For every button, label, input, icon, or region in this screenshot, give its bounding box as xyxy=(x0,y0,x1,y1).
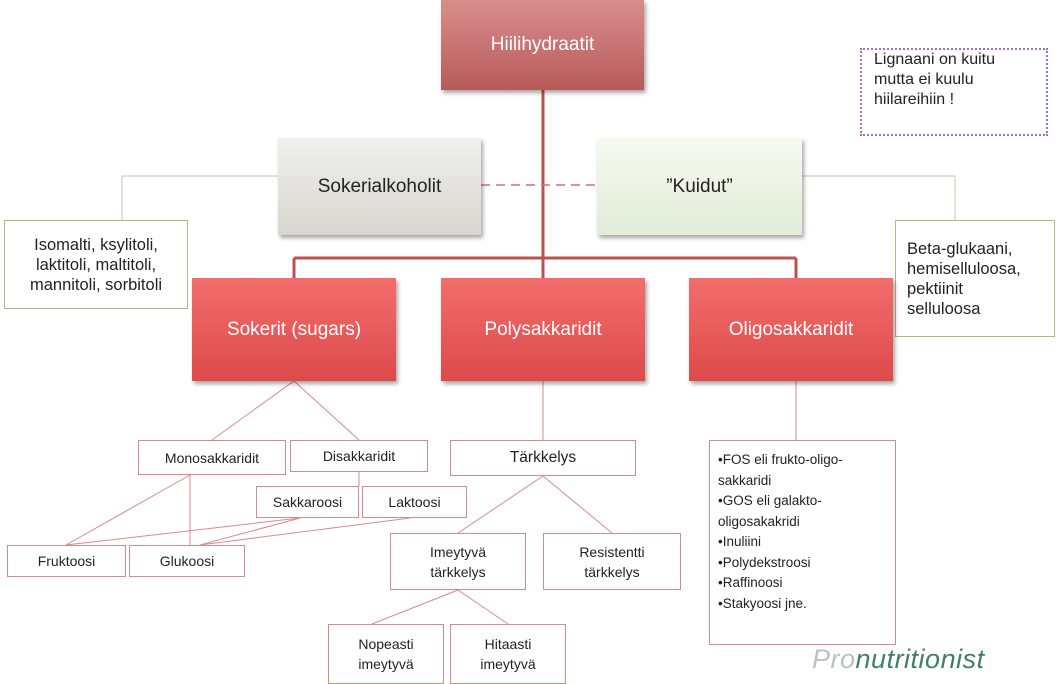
disakkaridit-label: Disakkaridit xyxy=(322,448,396,464)
nopeasti-line-1: Nopeasti xyxy=(358,636,414,652)
logo-part-nutritionist: nutritionist xyxy=(855,644,985,674)
sokerit-label: Sokerit (sugars) xyxy=(226,318,362,340)
oligo-list-item: •FOS eli frukto-oligo- xyxy=(718,452,843,467)
sokerialkoholit-example-line-1: Isomalti, ksylitoli, xyxy=(34,235,158,254)
sakkaroosi-glukoosi-line xyxy=(199,517,301,546)
lignaani-line-3: hiilareihiin ! xyxy=(874,91,955,108)
sakkaroosi-label: Sakkaroosi xyxy=(272,494,343,510)
oligosakkaridit-node: Oligosakkaridit xyxy=(689,278,893,381)
oligo-list-item: •Inuliini xyxy=(718,534,761,549)
tarkkelys-label: Tärkkelys xyxy=(509,449,577,466)
kuidut-note-line xyxy=(802,175,956,220)
kuidut-example-line-3: pektiinit xyxy=(907,279,963,298)
nopeasti-imeytyva-node: Nopeasti imeytyvä xyxy=(328,624,444,684)
page-title: Hiilihydraatit xyxy=(490,34,595,55)
sokerialkoholit-examples-note: Isomalti, ksylitoli, laktitoli, maltitol… xyxy=(4,220,188,309)
sokerialkoholit-example-line-2: laktitoli, maltitoli, xyxy=(35,255,157,274)
pronutritionist-logo: Pronutritionist xyxy=(812,644,985,675)
oligo-list-item: sakkaridi xyxy=(718,472,772,488)
sakkaroosi-fruktoosi-line xyxy=(65,517,301,546)
oligosakkaridit-list: •FOS eli frukto-oligo- sakkaridi •GOS el… xyxy=(709,440,896,645)
kuidut-label: ”Kuidut” xyxy=(666,175,733,197)
tarkkelys-resistentti-line xyxy=(542,475,613,534)
kuidut-examples-note: Beta-glukaani, hemiselluloosa, pektiinit… xyxy=(895,220,1055,337)
glukoosi-node: Glukoosi xyxy=(129,545,245,577)
kuidut-node: ”Kuidut” xyxy=(597,138,802,235)
laktoosi-glukoosi-line xyxy=(199,517,411,546)
hitaasti-imeytyva-node: Hitaasti imeytyvä xyxy=(450,624,566,684)
oligo-list-item: •Raffinoosi xyxy=(718,575,783,590)
sokerialkoholit-example-line-3: mannitoli, sorbitoli xyxy=(29,275,163,294)
imeytyva-line-2: tärkkelys xyxy=(430,563,486,580)
nopeasti-line-2: imeytyvä xyxy=(358,656,414,672)
laktoosi-label: Laktoosi xyxy=(388,494,441,510)
kuidut-example-line-4: selluloosa xyxy=(907,299,981,318)
polysakkaridit-node: Polysakkaridit xyxy=(441,278,645,381)
glukoosi-label: Glukoosi xyxy=(159,553,215,569)
kuidut-example-line-2: hemiselluloosa, xyxy=(907,259,1021,278)
tarkkelys-imeytyva-line xyxy=(457,475,544,534)
sokerialkoholit-node: Sokerialkoholit xyxy=(278,138,481,235)
sokerit-node: Sokerit (sugars) xyxy=(192,278,396,381)
imeytyva-hitaasti-line xyxy=(457,589,509,625)
logo-part-pro: Pro xyxy=(812,644,856,674)
laktoosi-node: Laktoosi xyxy=(362,486,467,518)
oligo-list-item: •GOS eli galakto- xyxy=(718,493,822,508)
oligosakkaridit-label: Oligosakkaridit xyxy=(728,318,854,340)
imeytyva-line-1: Imeytyvä xyxy=(429,543,486,560)
hitaasti-line-2: imeytyvä xyxy=(480,656,536,672)
polysakkaridit-label: Polysakkaridit xyxy=(484,318,602,340)
monosakkaridit-label: Monosakkaridit xyxy=(164,449,260,466)
disakkaridit-node: Disakkaridit xyxy=(290,440,428,472)
lignaani-note: Lignaani on kuitu mutta ei kuulu hiilare… xyxy=(860,48,1048,136)
fruktoosi-node: Fruktoosi xyxy=(7,545,126,577)
resistentti-line-1: Resistentti xyxy=(579,543,645,560)
monosakkaridit-node: Monosakkaridit xyxy=(138,440,286,475)
kuidut-example-line-1: Beta-glukaani, xyxy=(907,239,1013,258)
resistentti-tarkkelys-node: Resistentti tärkkelys xyxy=(543,533,681,590)
sokerialkoholit-label: Sokerialkoholit xyxy=(317,175,442,197)
imeytyva-tarkkelys-node: Imeytyvä tärkkelys xyxy=(390,533,526,590)
tarkkelys-node: Tärkkelys xyxy=(450,440,636,476)
oligo-list-item: oligosakakridi xyxy=(718,513,800,529)
oligo-list-item: •Stakyoosi jne. xyxy=(718,595,807,611)
fruktoosi-label: Fruktoosi xyxy=(37,553,96,569)
sokerialkoholit-note-line xyxy=(121,175,278,220)
sakkaroosi-node: Sakkaroosi xyxy=(256,486,359,518)
oligo-list-item: •Polydekstroosi xyxy=(718,554,811,570)
lignaani-line-1: Lignaani on kuitu xyxy=(874,51,995,68)
imeytyva-nopeasti-line xyxy=(371,589,459,625)
mono-fruktoosi-line xyxy=(65,474,191,546)
sokerit-di-line xyxy=(293,380,360,441)
title-node: Hiilihydraatit xyxy=(441,0,644,90)
resistentti-line-2: tärkkelys xyxy=(584,563,640,580)
hitaasti-line-1: Hitaasti xyxy=(484,636,532,652)
lignaani-line-2: mutta ei kuulu xyxy=(874,71,974,88)
sokerit-mono-line xyxy=(211,380,295,441)
